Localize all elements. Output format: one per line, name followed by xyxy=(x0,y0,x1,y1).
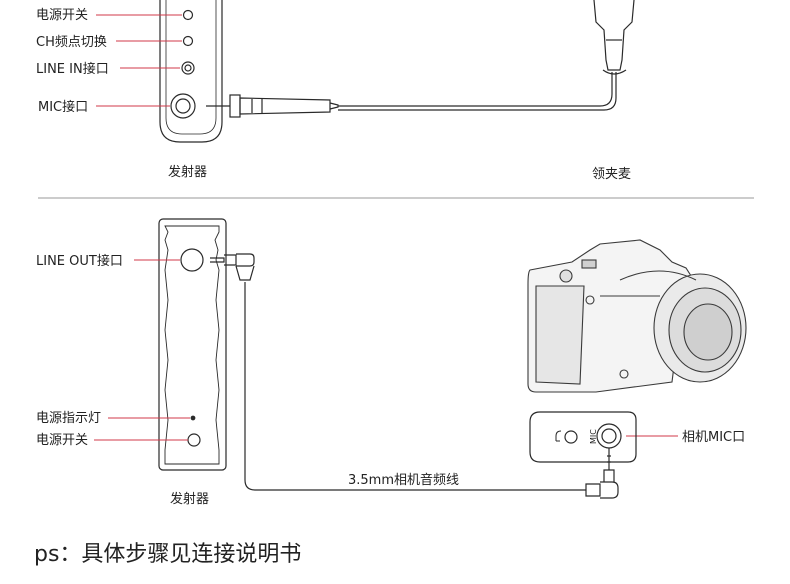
line-out-jack xyxy=(180,248,204,272)
label-line-in: LINE IN接口 xyxy=(36,61,109,77)
headphone-icon xyxy=(555,430,562,442)
top-lavalier-cable xyxy=(338,72,617,111)
ch-switch-indicator xyxy=(182,35,194,47)
camera-mic-jack xyxy=(596,423,622,449)
label-line-out: LINE OUT接口 xyxy=(36,253,123,269)
label-audio-cable: 3.5mm相机音频线 xyxy=(348,472,459,488)
bottom-leader-lines xyxy=(94,259,678,441)
caption-transmitter-top: 发射器 xyxy=(168,164,207,180)
label-power-indicator: 电源指示灯 xyxy=(36,411,101,426)
label-camera-mic-port: 相机MIC口 xyxy=(682,430,745,445)
top-ports xyxy=(170,9,196,119)
label-ch-switch: CH频点切换 xyxy=(36,35,107,50)
label-mic-port: MIC接口 xyxy=(38,99,88,115)
line-in-jack xyxy=(181,61,195,75)
power-indicator-dot xyxy=(190,415,196,421)
top-leader-lines xyxy=(96,14,182,107)
power-switch-button xyxy=(187,433,201,447)
mic-jack xyxy=(170,93,196,119)
footer-note: ps：具体步骤见连接说明书 xyxy=(34,542,301,567)
bottom-transmitter xyxy=(158,218,227,471)
label-mic-vertical: MIC xyxy=(589,429,598,444)
caption-transmitter-bottom: 发射器 xyxy=(170,491,209,507)
label-power-switch-bottom: 电源开关 xyxy=(36,433,88,448)
caption-lavalier: 领夹麦 xyxy=(592,167,631,182)
top-transmitter xyxy=(159,0,223,143)
camera-audio-cable xyxy=(244,282,586,491)
headphone-jack xyxy=(564,430,578,444)
camera-plug xyxy=(585,448,619,499)
camera-port-panel xyxy=(529,411,637,463)
line-out-plug xyxy=(210,253,255,281)
camera-illustration xyxy=(527,239,747,393)
lavalier-mic xyxy=(593,0,635,75)
top-mic-plug xyxy=(206,94,339,118)
label-power-switch-top: 电源开关 xyxy=(36,8,88,23)
power-switch-indicator xyxy=(182,9,194,21)
